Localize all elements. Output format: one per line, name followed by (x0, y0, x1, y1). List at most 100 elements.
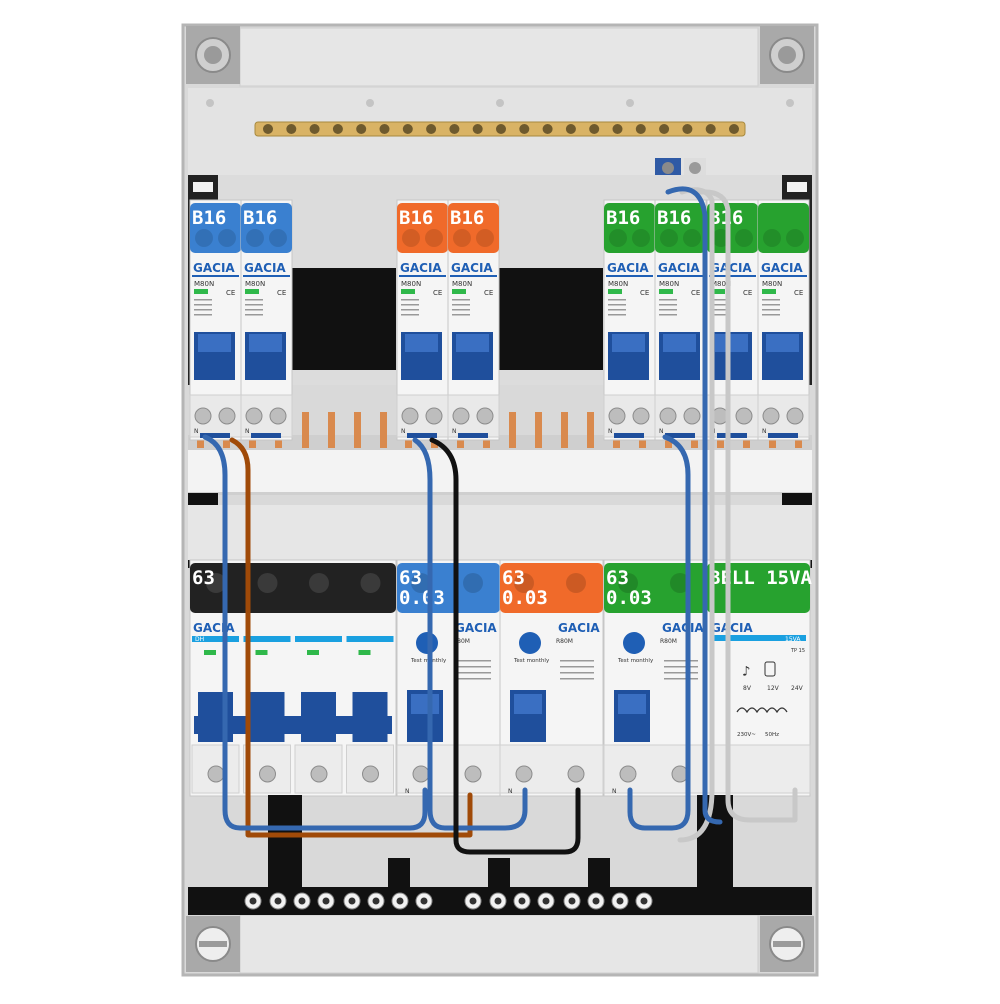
corner-mount-top-right (760, 26, 814, 84)
spec-line (711, 314, 729, 316)
terminal-screw (310, 765, 328, 783)
neutral-terminal-hole (249, 897, 257, 905)
rcd-brand: GACIA (662, 621, 704, 635)
rcd-terminal (603, 744, 708, 794)
neutral-terminal-label: N (659, 428, 664, 435)
ce-mark: CE (277, 289, 286, 297)
transformer-tap: 8V (743, 685, 752, 692)
top-cover-strip (239, 27, 759, 87)
ce-mark: CE (794, 289, 803, 297)
neutral-terminal-label: N (508, 788, 513, 795)
neutral-terminal-hole (640, 897, 648, 905)
earth-hole (519, 124, 530, 134)
spec-line (608, 314, 626, 316)
mcb-brand-rule (709, 275, 756, 277)
spec-line (560, 666, 594, 668)
rcd-brand: GACIA (558, 621, 600, 635)
neutral-terminal-hole (372, 897, 380, 905)
spec-line (762, 314, 780, 316)
mcb-cap (397, 203, 448, 253)
earth-hole (496, 124, 506, 134)
pole-indicator (243, 636, 291, 642)
neutral-bar-riser (388, 858, 410, 890)
spec-line (401, 309, 419, 311)
neutral-terminal-label: N (405, 788, 410, 795)
spec-line (457, 678, 491, 680)
mcb-cap (758, 203, 809, 253)
comb-tooth (354, 412, 361, 448)
main-switch-cap (190, 563, 396, 613)
ce-mark: CE (743, 289, 752, 297)
mcb-brand-rule (450, 275, 497, 277)
spec-line (452, 299, 470, 301)
rcd-terminal (396, 744, 501, 794)
pole-indicator (192, 636, 239, 642)
wire-clamp (458, 433, 488, 438)
main-switch-model: DH (195, 636, 204, 643)
spec-line (194, 314, 212, 316)
spec-line (762, 309, 780, 311)
spec-line (664, 678, 698, 680)
wire-clamp (407, 433, 437, 438)
transformer-rating-band (711, 635, 806, 641)
terminal-screw (401, 407, 419, 425)
mcb-indicator (608, 289, 622, 294)
neutral-terminal-label: N (245, 428, 250, 435)
cap-screw (206, 573, 226, 593)
mcb-model: M80N (194, 280, 214, 288)
ce-mark: CE (484, 289, 493, 297)
spec-line (560, 672, 594, 674)
earth-hole (449, 124, 460, 134)
mcb-cap (707, 203, 758, 253)
spec-line (664, 660, 698, 662)
comb-tooth (509, 412, 516, 448)
cap-screw (514, 573, 534, 593)
terminal-screw (619, 765, 637, 783)
earth-hole (309, 124, 320, 134)
spec-line (452, 304, 470, 306)
mcb-rating: B16 (399, 207, 433, 229)
mcb-cap-screw (453, 229, 471, 247)
terminal-screw (362, 765, 379, 783)
pole-green (204, 650, 216, 655)
earth-hole (426, 124, 437, 134)
wiring (202, 186, 798, 855)
cap-screw (411, 573, 431, 593)
rcd-cap (604, 563, 707, 613)
mcb-indicator (452, 289, 466, 294)
terminal-screw (412, 765, 430, 783)
mcb-cap (604, 203, 655, 253)
mcb-cap-screw (609, 229, 627, 247)
main-switch-handle (194, 716, 392, 734)
mcb-brand-rule (760, 275, 807, 277)
neutral-terminal-label: N (401, 428, 406, 435)
neutral-terminal-hole (469, 897, 477, 905)
wire-blue (202, 434, 428, 831)
panel-rivet (206, 99, 214, 107)
spec-line (457, 666, 491, 668)
spec-line (711, 299, 729, 301)
cap-screw (309, 573, 329, 593)
mcb-cap-screw (218, 229, 236, 247)
mcb-indicator (194, 289, 208, 294)
mcb-cap-screw (402, 229, 420, 247)
wire-grey (697, 189, 798, 823)
mcb-cap (241, 203, 292, 253)
main-switch-rating: 63 (192, 567, 215, 589)
earth-hole (635, 124, 646, 134)
bell-icon: ♪ (742, 664, 750, 680)
cap-screw (618, 573, 638, 593)
transformer-label: BELL 15VA (709, 567, 813, 589)
wire-black (429, 437, 581, 855)
transformer-model: TP 15 (790, 648, 805, 654)
mcb-cap-screw (195, 229, 213, 247)
terminal-screw (786, 407, 804, 425)
